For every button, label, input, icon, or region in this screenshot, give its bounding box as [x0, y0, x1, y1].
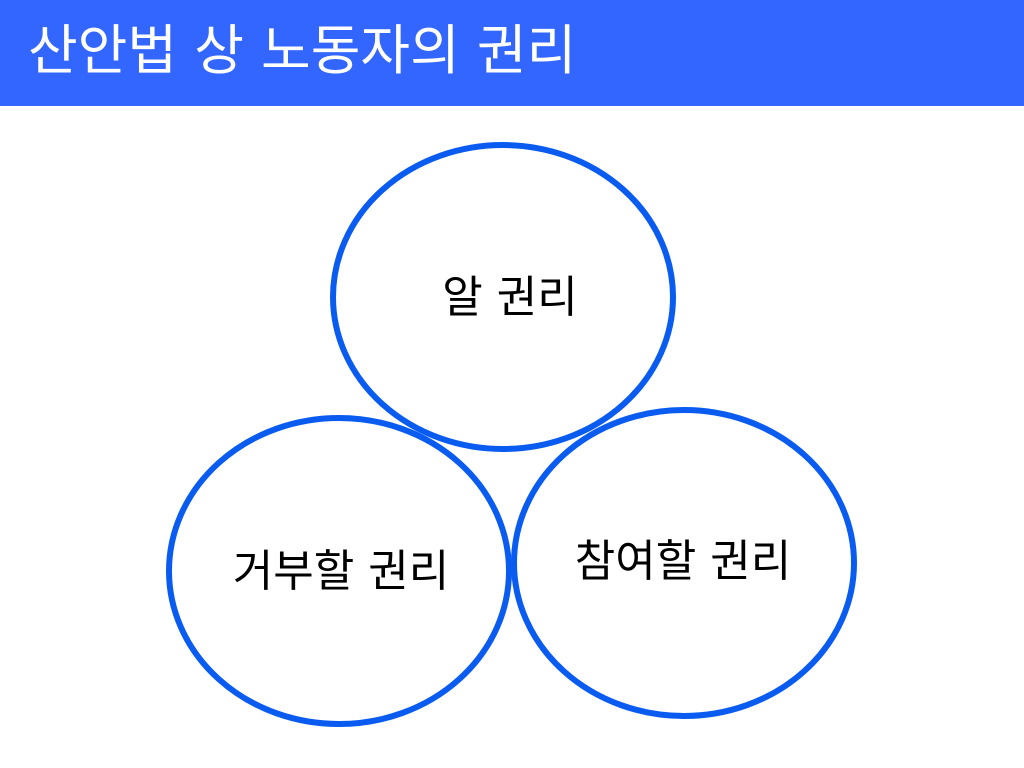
slide-title: 산안법 상 노동자의 권리: [28, 19, 577, 82]
circle-participate-right: [511, 407, 857, 719]
circle-label-participate-right: 참여할 권리: [574, 536, 792, 587]
circle-label-refuse-right: 거부할 권리: [232, 546, 450, 597]
circle-know-right: [330, 142, 676, 452]
title-bar: 산안법 상 노동자의 권리: [0, 0, 1024, 106]
circle-label-know-right: 알 권리: [442, 272, 578, 323]
circle-refuse-right: [166, 415, 512, 727]
